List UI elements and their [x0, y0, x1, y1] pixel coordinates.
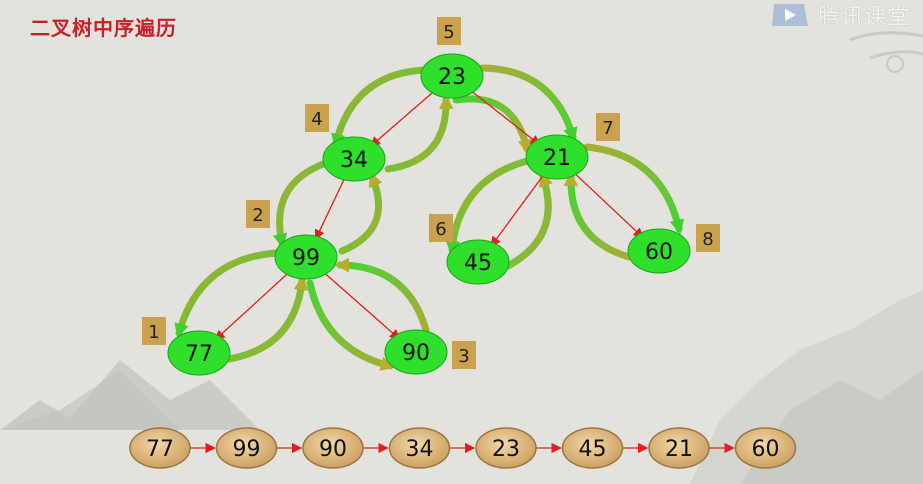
- arrow-23-right-to-21: [478, 64, 577, 141]
- play-logo-icon: [772, 4, 808, 26]
- tree-node-21: 21: [525, 134, 589, 180]
- visit-order-label: 5: [443, 22, 454, 43]
- visit-order-label: 2: [252, 205, 263, 226]
- arrow-21-to-45: [448, 157, 531, 254]
- tree-node-label: 45: [464, 251, 492, 276]
- sequence-item-label: 21: [665, 437, 693, 462]
- visit-order-5: 5: [437, 17, 461, 45]
- tree-node-45: 45: [446, 239, 510, 285]
- sequence-item-34: 34: [388, 427, 451, 469]
- tree-node-60: 60: [627, 228, 691, 274]
- arrow-60-to-21: [567, 173, 633, 261]
- arrow-21-to-60-head: [669, 218, 685, 235]
- slide-title: 二叉树中序遍历: [30, 16, 177, 40]
- visit-order-label: 4: [311, 109, 322, 130]
- sequence-item-label: 34: [406, 437, 434, 462]
- arrow-99-to-77-head: [174, 322, 189, 339]
- sequence-item-21: 21: [648, 427, 710, 469]
- sequence-item-23: 23: [475, 427, 537, 469]
- tree-edge-n34-n99: [314, 174, 347, 241]
- inorder-sequence: 77 99 90 34 23 45 21 60: [129, 427, 797, 469]
- tree-edge-n99-n90: [319, 268, 401, 340]
- tree-node-label: 99: [292, 246, 320, 271]
- visit-order-label: 1: [148, 322, 159, 343]
- arrow-99-to-90: [306, 279, 394, 370]
- tree-node-label: 90: [402, 341, 430, 366]
- visit-order-2: 2: [246, 200, 270, 228]
- visit-order-label: 6: [435, 219, 446, 240]
- tree-edge-n99-n77: [214, 268, 294, 341]
- watermark-text: 腾讯课堂: [818, 5, 911, 30]
- arrow-99-to-34: [338, 173, 383, 255]
- visit-order-label: 7: [602, 118, 613, 139]
- sequence-item-99: 99: [215, 427, 278, 469]
- visit-order-4: 4: [305, 104, 329, 132]
- visit-order-7: 7: [596, 113, 620, 141]
- tree-edge-n21-n45: [490, 170, 547, 248]
- arrow-60-to-21-head: [563, 171, 578, 187]
- visit-order-label: 3: [458, 346, 469, 367]
- sequence-item-label: 90: [319, 437, 347, 462]
- arrow-34-to-23: [384, 96, 450, 173]
- visit-order-labels: 5 4 7 2 6 8 1 3: [142, 17, 720, 369]
- tree-node-label: 21: [543, 146, 571, 171]
- arrow-77-to-99-head: [293, 275, 309, 291]
- tree-edges: [214, 86, 644, 341]
- tree-node-90: 90: [384, 329, 448, 375]
- arrow-90-to-99: [336, 261, 430, 334]
- sequence-item-45: 45: [561, 427, 624, 469]
- tree-edge-n23-n21: [465, 86, 541, 146]
- traversal-arrows: [174, 64, 685, 371]
- sequence-item-77: 77: [129, 427, 191, 469]
- arrow-77-to-99: [225, 277, 306, 363]
- tree-node-label: 34: [340, 148, 368, 173]
- arrow-21-to-60: [583, 143, 683, 233]
- arrow-23-to-21: [452, 95, 531, 153]
- sequence-item-label: 23: [492, 437, 520, 462]
- arrow-34-to-99: [276, 159, 330, 247]
- sequence-item-label: 45: [579, 437, 607, 462]
- tree-node-23: 23: [420, 53, 484, 99]
- tree-node-label: 60: [645, 240, 673, 265]
- arrow-23-to-34: [332, 66, 428, 147]
- tree-edge-n23-n34: [369, 87, 439, 147]
- arrow-99-to-90-head: [379, 356, 396, 371]
- tree-node-99: 99: [274, 234, 338, 280]
- arrow-45-to-21: [504, 173, 552, 270]
- tree-node-77: 77: [167, 330, 231, 376]
- sequence-item-label: 99: [233, 437, 261, 462]
- tree-node-label: 23: [438, 65, 466, 90]
- tree-node-34: 34: [322, 136, 386, 182]
- visit-order-label: 8: [702, 229, 713, 250]
- arrow-21-to-45-head: [445, 240, 461, 256]
- arrow-34-to-23-head: [439, 94, 454, 110]
- arrow-99-to-77: [175, 249, 280, 337]
- arrow-90-to-99-head: [334, 257, 350, 273]
- tree-node-label: 77: [185, 342, 213, 367]
- visit-order-3: 3: [452, 341, 476, 369]
- sequence-item-label: 77: [146, 437, 174, 462]
- visit-order-6: 6: [429, 214, 453, 242]
- visit-order-1: 1: [142, 317, 166, 345]
- sequence-item-60: 60: [734, 427, 797, 469]
- tree-edge-n21-n60: [569, 168, 644, 239]
- sequence-item-label: 60: [752, 437, 780, 462]
- sequence-item-90: 90: [302, 427, 364, 469]
- watermark: 腾讯课堂: [770, 0, 910, 30]
- visit-order-8: 8: [696, 224, 720, 252]
